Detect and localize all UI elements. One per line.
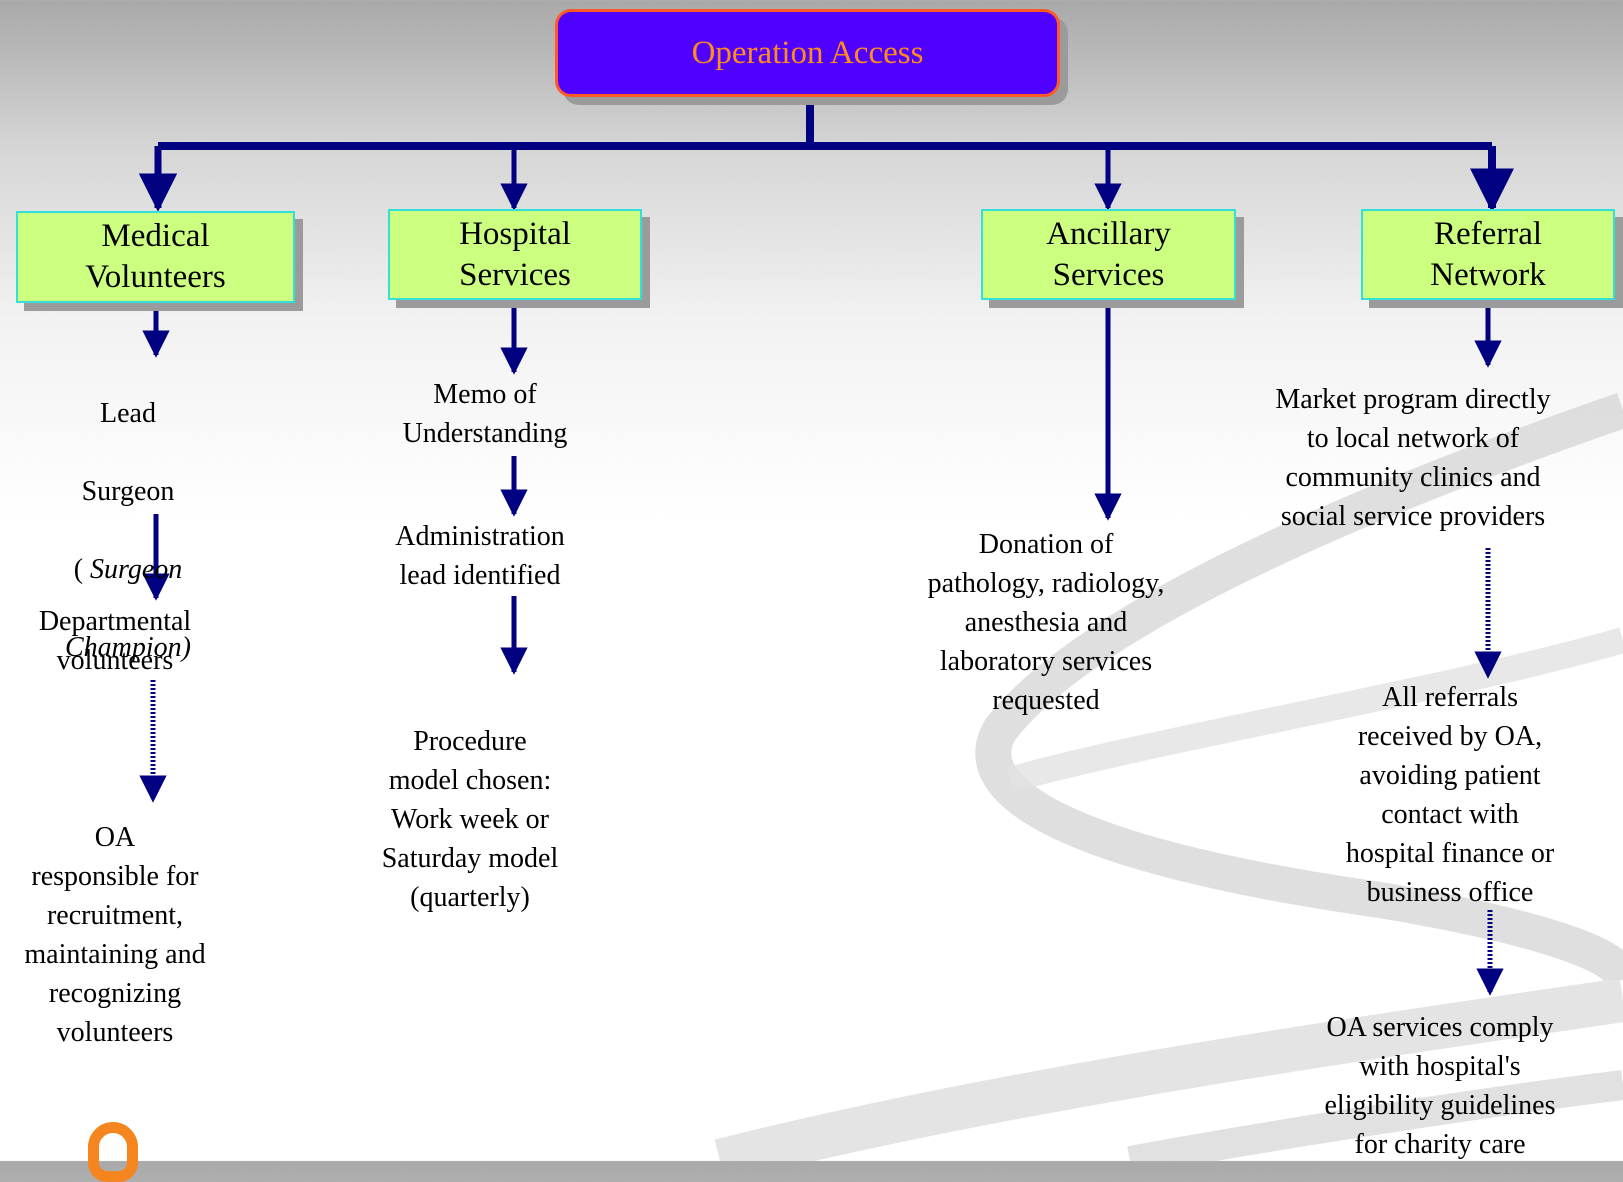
root-label: Operation Access: [691, 34, 924, 71]
step-memo-of-understanding: Memo of Understanding: [402, 379, 568, 449]
branch-medical-volunteers: Medical Volunteers: [16, 211, 295, 303]
step-procedure-model: Procedure model chosen: Work week or Sat…: [381, 726, 559, 913]
branch-referral-line-2: Network: [1430, 256, 1546, 293]
branch-medical-line-1: Medical: [101, 218, 210, 254]
step-market-program: Market program directly to local network…: [1275, 384, 1551, 532]
branch-ancillary-line-1: Ancillary: [1046, 215, 1171, 252]
branch-hospital-line-2: Services: [459, 256, 571, 293]
branch-ancillary-services: Ancillary Services: [981, 209, 1236, 300]
step-departmental-volunteers: Departmental volunteers: [38, 606, 192, 676]
step-administration-lead: Administration lead identified: [395, 521, 565, 591]
step-oa-responsible: OA responsible for recruitment, maintain…: [24, 822, 206, 1048]
branch-hospital-services: Hospital Services: [388, 209, 642, 300]
step-lead-surgeon-line-1: Lead: [100, 398, 156, 429]
branch-referral-network: Referral Network: [1361, 209, 1615, 300]
step-donation-services: Donation of pathology, radiology, anesth…: [927, 529, 1165, 716]
branch-ancillary-line-2: Services: [1052, 256, 1165, 293]
operation-access-logo-icon: [88, 1122, 138, 1182]
step-lead-surgeon-italic-1: Surgeon: [90, 554, 183, 585]
branch-hospital-line-1: Hospital: [459, 215, 571, 252]
step-all-referrals: All referrals received by OA, avoiding p…: [1345, 682, 1555, 908]
step-lead-surgeon-paren: (: [73, 554, 91, 585]
step-lead-surgeon-italic-2: Champion): [65, 632, 191, 663]
branch-medical-line-2: Volunteers: [85, 259, 226, 295]
step-oa-services-comply: OA services comply with hospital's eligi…: [1324, 1012, 1556, 1160]
step-lead-surgeon-line-2: Surgeon: [81, 476, 175, 507]
root-node-operation-access: Operation Access: [555, 9, 1060, 97]
branch-referral-line-1: Referral: [1433, 215, 1543, 252]
